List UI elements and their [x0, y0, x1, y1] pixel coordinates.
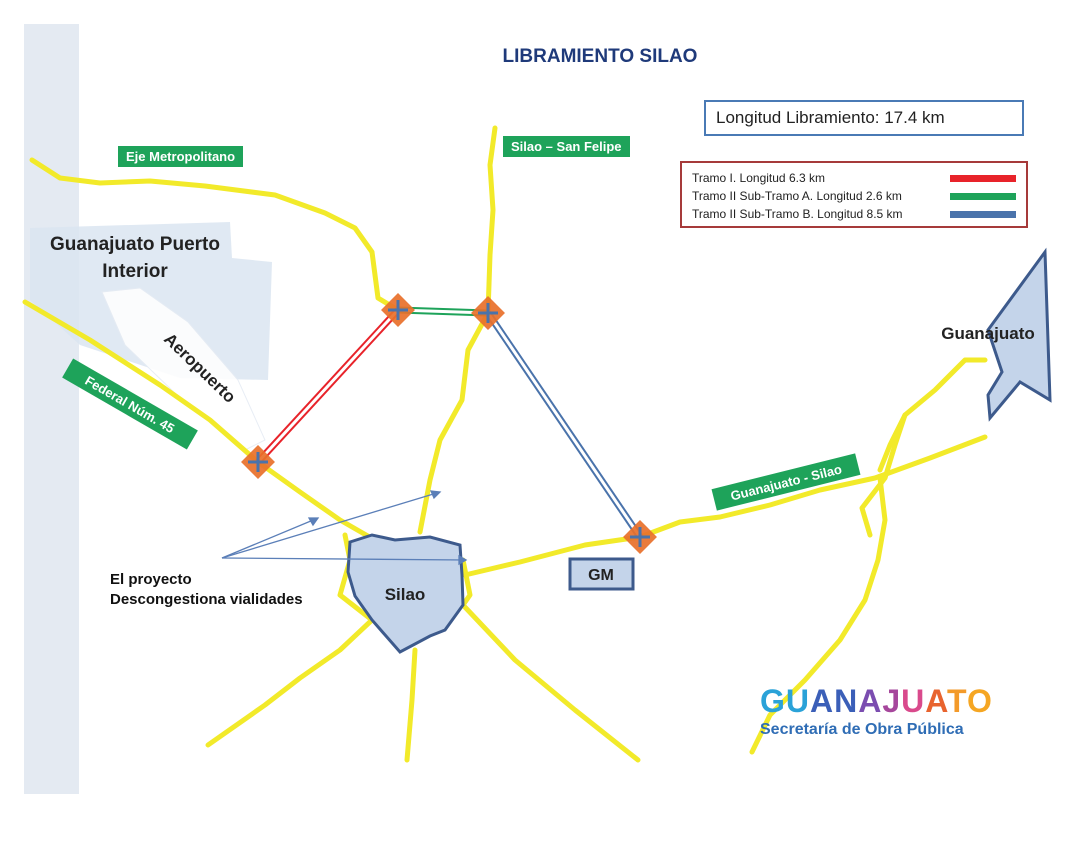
road-federal-45	[22, 299, 383, 546]
road-network	[22, 125, 988, 763]
road-eje-metropolitano	[29, 157, 401, 313]
road-north-silao	[417, 310, 491, 535]
legend-label: Tramo II Sub-Tramo B. Longitud 8.5 km	[692, 207, 903, 221]
brand-letter: A	[810, 683, 835, 719]
road-silao-west	[337, 532, 375, 623]
brand-letter: A	[858, 683, 883, 719]
svg-text:Federal Núm. 45: Federal Núm. 45	[83, 373, 177, 436]
road-gto-south	[749, 475, 888, 755]
page-title: LIBRAMIENTO SILAO	[502, 46, 698, 67]
legend-swatch	[950, 210, 1016, 218]
legend-row: Tramo II Sub-Tramo A. Longitud 2.6 km	[692, 187, 1016, 205]
brand-letter: T	[946, 683, 967, 719]
brand-letter: J	[882, 683, 902, 719]
project-annotation: El proyecto Descongestiona vialidades	[110, 570, 303, 610]
road-silao-sw	[205, 617, 375, 748]
legend-row: Tramo II Sub-Tramo B. Longitud 8.5 km	[692, 205, 1016, 223]
brand-letter: A	[925, 683, 947, 719]
annotation-line-2: Descongestiona vialidades	[110, 591, 303, 608]
gm-plant	[568, 557, 635, 591]
brand-letter: N	[834, 683, 859, 719]
legend-swatch	[950, 174, 1016, 182]
road-tag-eje-metropolitano: Eje Metropolitano	[118, 146, 244, 167]
legend-swatch	[950, 192, 1016, 200]
length-box: Longitud Libramiento: 17.4 km	[704, 100, 1024, 136]
guanajuato-logo: GUANAJUATO Secretaría de Obra Pública	[760, 684, 993, 739]
bypass-tramo-2b	[485, 311, 643, 539]
annotation-arrows	[221, 490, 468, 566]
left-strip	[24, 24, 79, 794]
road-silao-south	[404, 647, 418, 763]
brand-letter: U	[901, 683, 926, 719]
road-silao-stub	[460, 557, 473, 608]
road-gto-north	[877, 357, 988, 473]
brand-subtitle: Secretaría de Obra Pública	[760, 721, 964, 738]
brand-letter: G	[760, 683, 786, 719]
brand-letter: U	[785, 683, 810, 719]
bypass-tramo-1	[255, 307, 401, 465]
road-gto-spur	[859, 412, 908, 538]
label-silao: Silao	[385, 585, 426, 604]
label-puerto-interior-1: Guanajuato Puerto	[50, 234, 220, 255]
brand-wordmark: GUANAJUATO	[760, 684, 993, 718]
brand-letter: O	[966, 683, 993, 719]
label-guanajuato: Guanajuato	[941, 324, 1035, 343]
road-gto-silao	[462, 434, 988, 578]
legend: Tramo I. Longitud 6.3 km Tramo II Sub-Tr…	[680, 161, 1028, 228]
road-silao-san-felipe	[485, 125, 498, 316]
guanajuato-area	[986, 247, 1052, 422]
aeropuerto-area	[101, 287, 266, 451]
label-gm: GM	[588, 567, 614, 584]
legend-label: Tramo I. Longitud 6.3 km	[692, 171, 825, 185]
silao-area	[346, 533, 465, 654]
label-puerto-interior-2: Interior	[102, 261, 168, 282]
road-tag-silao-san-felipe: Silao – San Felipe	[503, 136, 630, 157]
legend-label: Tramo II Sub-Tramo A. Longitud 2.6 km	[692, 189, 902, 203]
legend-row: Tramo I. Longitud 6.3 km	[692, 169, 1016, 187]
annotation-line-1: El proyecto	[110, 571, 192, 588]
road-silao-se	[460, 602, 641, 763]
